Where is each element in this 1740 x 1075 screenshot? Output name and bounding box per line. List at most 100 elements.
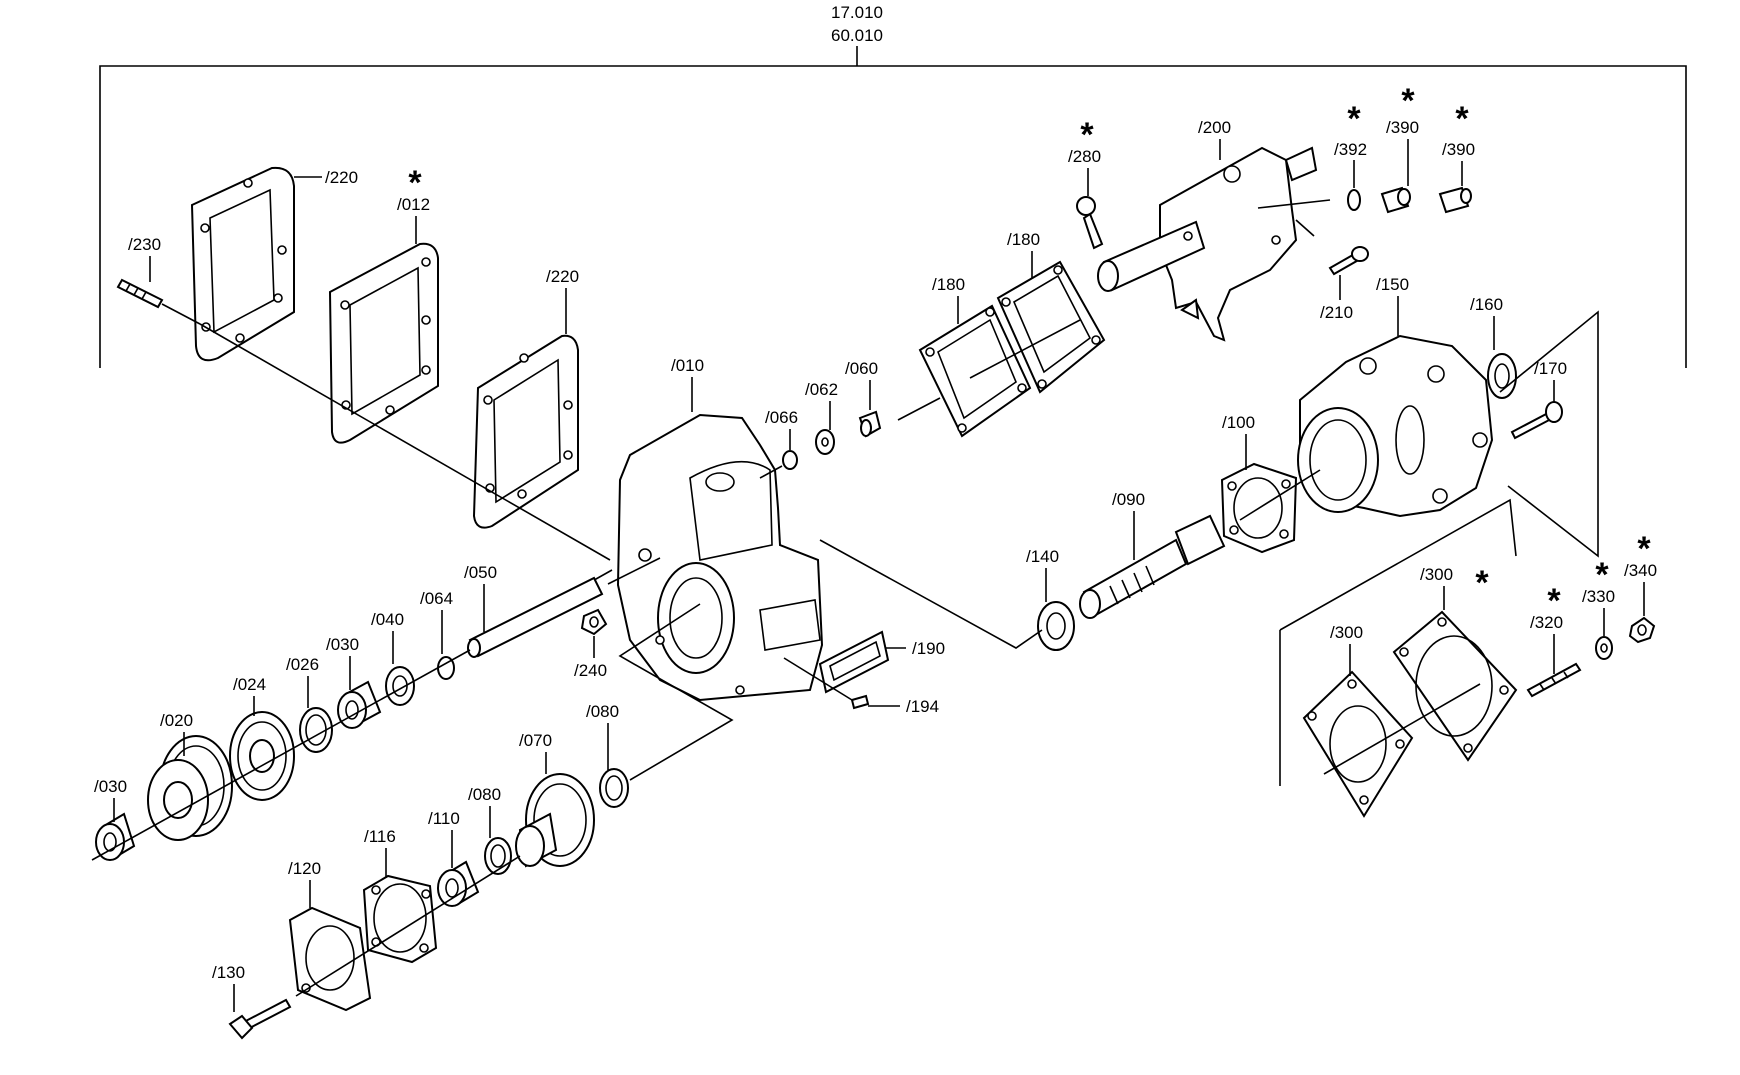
switch-390-a [1380, 186, 1411, 214]
bearing-110 [437, 860, 480, 907]
callout-080-upper: /080 [586, 702, 619, 721]
bolt-170 [1510, 401, 1563, 440]
callout-110: /110 [428, 809, 460, 828]
replacement-star-320: * [1547, 582, 1561, 620]
callout-210: /210 [1320, 303, 1353, 322]
gasket-180-left [918, 304, 1032, 438]
washer-330 [1595, 636, 1613, 660]
replacement-star-280: * [1080, 116, 1094, 154]
callout-040: /040 [371, 610, 404, 629]
callout-390-b: /390 [1442, 140, 1475, 159]
callout-170: /170 [1534, 359, 1567, 378]
nameplate-190 [818, 630, 890, 694]
snap-ring-080-lower [484, 837, 512, 875]
callout-194: /194 [906, 697, 939, 716]
callout-392: /392 [1334, 140, 1367, 159]
switch-390-b [1438, 186, 1472, 214]
bearing-140 [1037, 601, 1075, 651]
callout-020: /020 [160, 711, 193, 730]
callout-010: /010 [671, 356, 704, 375]
rivet-194 [850, 694, 870, 710]
replacement-star-330: * [1595, 556, 1609, 594]
replacement-star-392: * [1347, 100, 1361, 138]
shaft-090 [1079, 514, 1226, 619]
bolt-130 [228, 998, 292, 1040]
callout-150: /150 [1376, 275, 1409, 294]
callout-060: /060 [845, 359, 878, 378]
pto-housing-150 [1297, 334, 1494, 518]
ring-040 [385, 666, 415, 706]
callout-390-a: /390 [1386, 118, 1419, 137]
breather-280 [1076, 196, 1104, 250]
replacement-star-340: * [1637, 530, 1651, 568]
callout-180-right: /180 [1007, 230, 1040, 249]
nut-240 [580, 608, 608, 636]
header-ref-2: 60.010 [831, 26, 883, 45]
gasket-220-lower [472, 334, 579, 529]
bearing-030-lower [95, 812, 136, 861]
gasket-012 [328, 242, 439, 444]
bearing-030-upper [337, 680, 382, 729]
callout-080-lower: /080 [468, 785, 501, 804]
cover-120 [288, 906, 372, 1012]
plug-060 [858, 410, 882, 438]
callout-220-upper: /220 [325, 168, 358, 187]
replacement-star-390a: * [1401, 82, 1415, 120]
oring-066 [782, 450, 798, 470]
gasket-300-plain [1302, 670, 1414, 818]
callout-190: /190 [912, 639, 945, 658]
callout-160: /160 [1470, 295, 1503, 314]
stud-230 [116, 278, 164, 309]
callout-200: /200 [1198, 118, 1231, 137]
cover-300-seal [1392, 610, 1518, 762]
stud-320 [1526, 662, 1582, 698]
callout-012: /012 [397, 195, 430, 214]
shaft-050 [467, 576, 604, 658]
callout-062: /062 [805, 380, 838, 399]
gasket-180-right [996, 260, 1106, 394]
callout-120: /120 [288, 859, 321, 878]
callout-066: /066 [765, 408, 798, 427]
replacement-star-390b: * [1455, 100, 1469, 138]
callout-030-lower: /030 [94, 777, 127, 796]
callout-220-lower: /220 [546, 267, 579, 286]
callout-024: /024 [233, 675, 266, 694]
callout-050: /050 [464, 563, 497, 582]
washer-062 [815, 429, 835, 455]
callout-090: /090 [1112, 490, 1145, 509]
snap-ring-026 [299, 707, 333, 753]
assembly-bracket [99, 46, 1687, 368]
callout-230: /230 [128, 235, 161, 254]
header-ref-1: 17.010 [831, 3, 883, 22]
housing-010 [616, 413, 824, 702]
callout-330: /330 [1582, 587, 1615, 606]
callout-280: /280 [1068, 147, 1101, 166]
gear-020 [147, 735, 233, 841]
shift-cover-200 [1097, 146, 1318, 342]
callout-070: /070 [519, 731, 552, 750]
callout-300-seal: /300 [1420, 565, 1453, 584]
bolt-210 [1328, 246, 1369, 276]
gasket-220-upper [190, 166, 295, 362]
snap-ring-080-upper [599, 768, 629, 808]
callout-340: /340 [1624, 561, 1657, 580]
gear-070 [515, 773, 595, 868]
washer-392 [1347, 189, 1361, 211]
gear-024 [229, 711, 295, 801]
callout-100: /100 [1222, 413, 1255, 432]
replacement-star-300: * [1475, 564, 1489, 602]
callout-030-upper: /030 [326, 635, 359, 654]
nut-340 [1628, 616, 1656, 644]
callout-064: /064 [420, 589, 453, 608]
callout-130: /130 [212, 963, 245, 982]
callout-320: /320 [1530, 613, 1563, 632]
callout-116: /116 [364, 827, 396, 846]
callout-140: /140 [1026, 547, 1059, 566]
callout-026: /026 [286, 655, 319, 674]
callout-300-plain: /300 [1330, 623, 1363, 642]
replacement-star-012: * [408, 164, 422, 202]
callout-180-left: /180 [932, 275, 965, 294]
seal-160 [1487, 353, 1517, 399]
